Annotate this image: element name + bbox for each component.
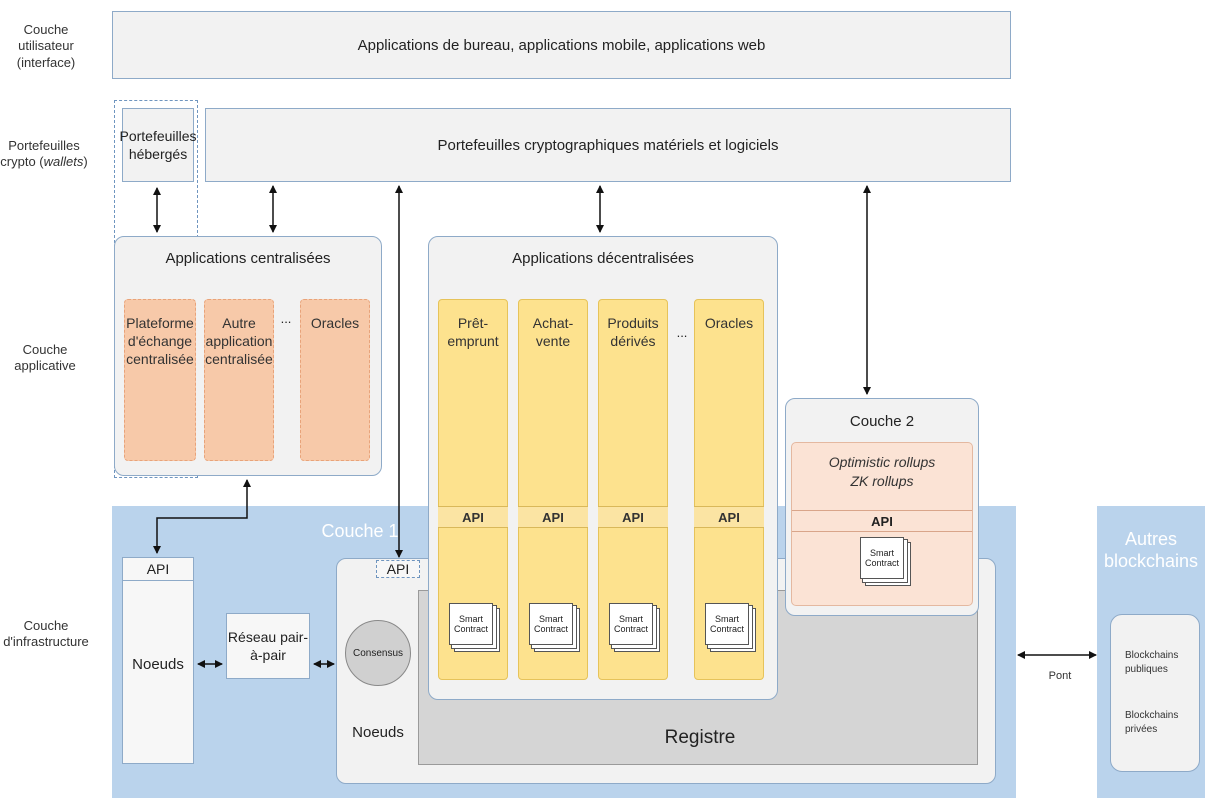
centralized-ellipsis: ... xyxy=(280,310,292,326)
inner-nodes-api: API xyxy=(376,560,420,578)
dapp-card-trading: Achat-vente API Smart Contract xyxy=(518,299,588,680)
p2p-network-box: Réseau pair-à-pair xyxy=(226,613,310,679)
user-apps-bar: Applications de bureau, applications mob… xyxy=(112,11,1011,79)
hosted-wallets-box: Portefeuilles hébergés xyxy=(119,108,197,182)
other-blockchains-title: Autres blockchains xyxy=(1103,528,1199,572)
arrow-centralized-nodes xyxy=(153,479,251,554)
consensus-circle: Consensus xyxy=(345,620,411,686)
dapp-card-derivatives: Produits dérivés API Smart Contract xyxy=(598,299,668,680)
centralized-apps-title: Applications centralisées xyxy=(165,249,331,267)
private-blockchains-label: Blockchains privées xyxy=(1125,710,1179,735)
public-blockchains-label: Blockchains publiques xyxy=(1125,650,1179,675)
dapp-card-derivatives-label: Produits dérivés xyxy=(607,315,659,350)
left-nodes-label: Noeuds xyxy=(132,656,184,673)
layer2-smart-contract: Smart Contract xyxy=(860,537,904,579)
dapp-card-oracles: Oracles API Smart Contract xyxy=(694,299,764,680)
layer2-title: Couche 2 xyxy=(849,412,915,430)
dapp-card-lending-smart-contract: Smart Contract xyxy=(449,603,493,645)
layer2-rollups-1: Optimistic rollups xyxy=(828,454,936,470)
dapp-card-trading-smart-contract: Smart Contract xyxy=(529,603,573,645)
row-label-infra: Couche d'infrastructure xyxy=(3,618,89,650)
ledger-label: Registre xyxy=(664,727,736,748)
decentralized-apps-title: Applications décentralisées xyxy=(512,249,694,267)
dapp-card-derivatives-api: API xyxy=(598,506,668,528)
bridge-label: Pont xyxy=(1048,670,1072,682)
layer1-title: Couche 1 xyxy=(321,520,399,541)
crypto-wallets-bar: Portefeuilles cryptographiques matériels… xyxy=(205,108,1011,182)
decentralized-ellipsis: ... xyxy=(676,324,688,340)
left-nodes-box: API Noeuds xyxy=(122,557,194,764)
inner-nodes-label: Noeuds xyxy=(352,723,404,741)
other-blockchains-box: Blockchains publiques Blockchains privée… xyxy=(1110,614,1200,772)
dapp-card-lending-label: Prêt-emprunt xyxy=(447,315,499,350)
dapp-card-trading-label: Achat-vente xyxy=(532,315,574,350)
centralized-oracles-card: Oracles xyxy=(300,299,370,461)
dapp-card-derivatives-smart-contract: Smart Contract xyxy=(609,603,653,645)
row-label-app: Couche applicative xyxy=(14,342,76,374)
dapp-card-lending-api: API xyxy=(438,506,508,528)
layer2-rollups-2: ZK rollups xyxy=(850,473,914,489)
layer2-inner: Optimistic rollups ZK rollups API Smart … xyxy=(791,442,973,606)
left-nodes-api: API xyxy=(123,558,193,581)
other-centralized-app-card: Autre application centralisée xyxy=(204,299,274,461)
dapp-card-oracles-api: API xyxy=(694,506,764,528)
layer2-api: API xyxy=(792,510,972,532)
dapp-card-trading-api: API xyxy=(518,506,588,528)
row-label-user: Couche utilisateur (interface) xyxy=(16,22,76,70)
row-label-wallets: Portefeuilles crypto (wallets) xyxy=(0,138,88,170)
centralized-exchange-card: Plateforme d'échange centralisée xyxy=(124,299,196,461)
dapp-card-oracles-smart-contract: Smart Contract xyxy=(705,603,749,645)
dapp-card-oracles-label: Oracles xyxy=(704,315,754,331)
dapp-card-lending: Prêt-emprunt API Smart Contract xyxy=(438,299,508,680)
